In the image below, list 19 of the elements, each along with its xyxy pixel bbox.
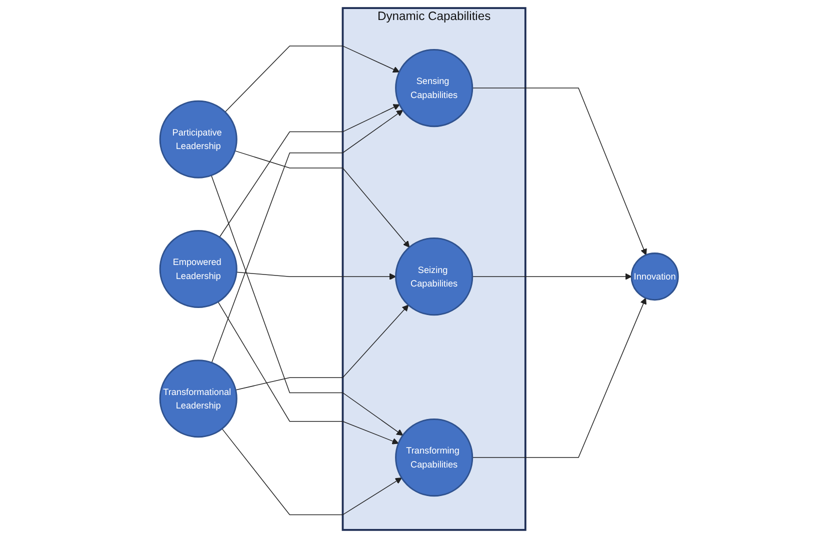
node-circle: Transforming Capabilities: [395, 418, 474, 497]
node-circle: Empowered Leadership: [160, 230, 238, 308]
arrow: [236, 272, 397, 280]
arrow: [225, 46, 400, 112]
arrow: [234, 150, 410, 248]
arrow: [472, 88, 648, 256]
node-circle: Seizing Capabilities: [395, 238, 474, 316]
node-circle: Innovation: [631, 252, 680, 301]
arrow: [472, 298, 647, 458]
arrow: [211, 175, 404, 436]
node-circle: Sensing Capabilities: [395, 49, 474, 128]
arrow: [220, 104, 400, 238]
arrow: [212, 110, 404, 364]
node-circle: Transformational Leadership: [160, 360, 238, 438]
arrow: [222, 428, 402, 516]
arrow: [218, 301, 400, 444]
arrow: [236, 304, 410, 390]
arrow: [472, 273, 632, 280]
node-circle: Participative Leadership: [160, 100, 238, 178]
